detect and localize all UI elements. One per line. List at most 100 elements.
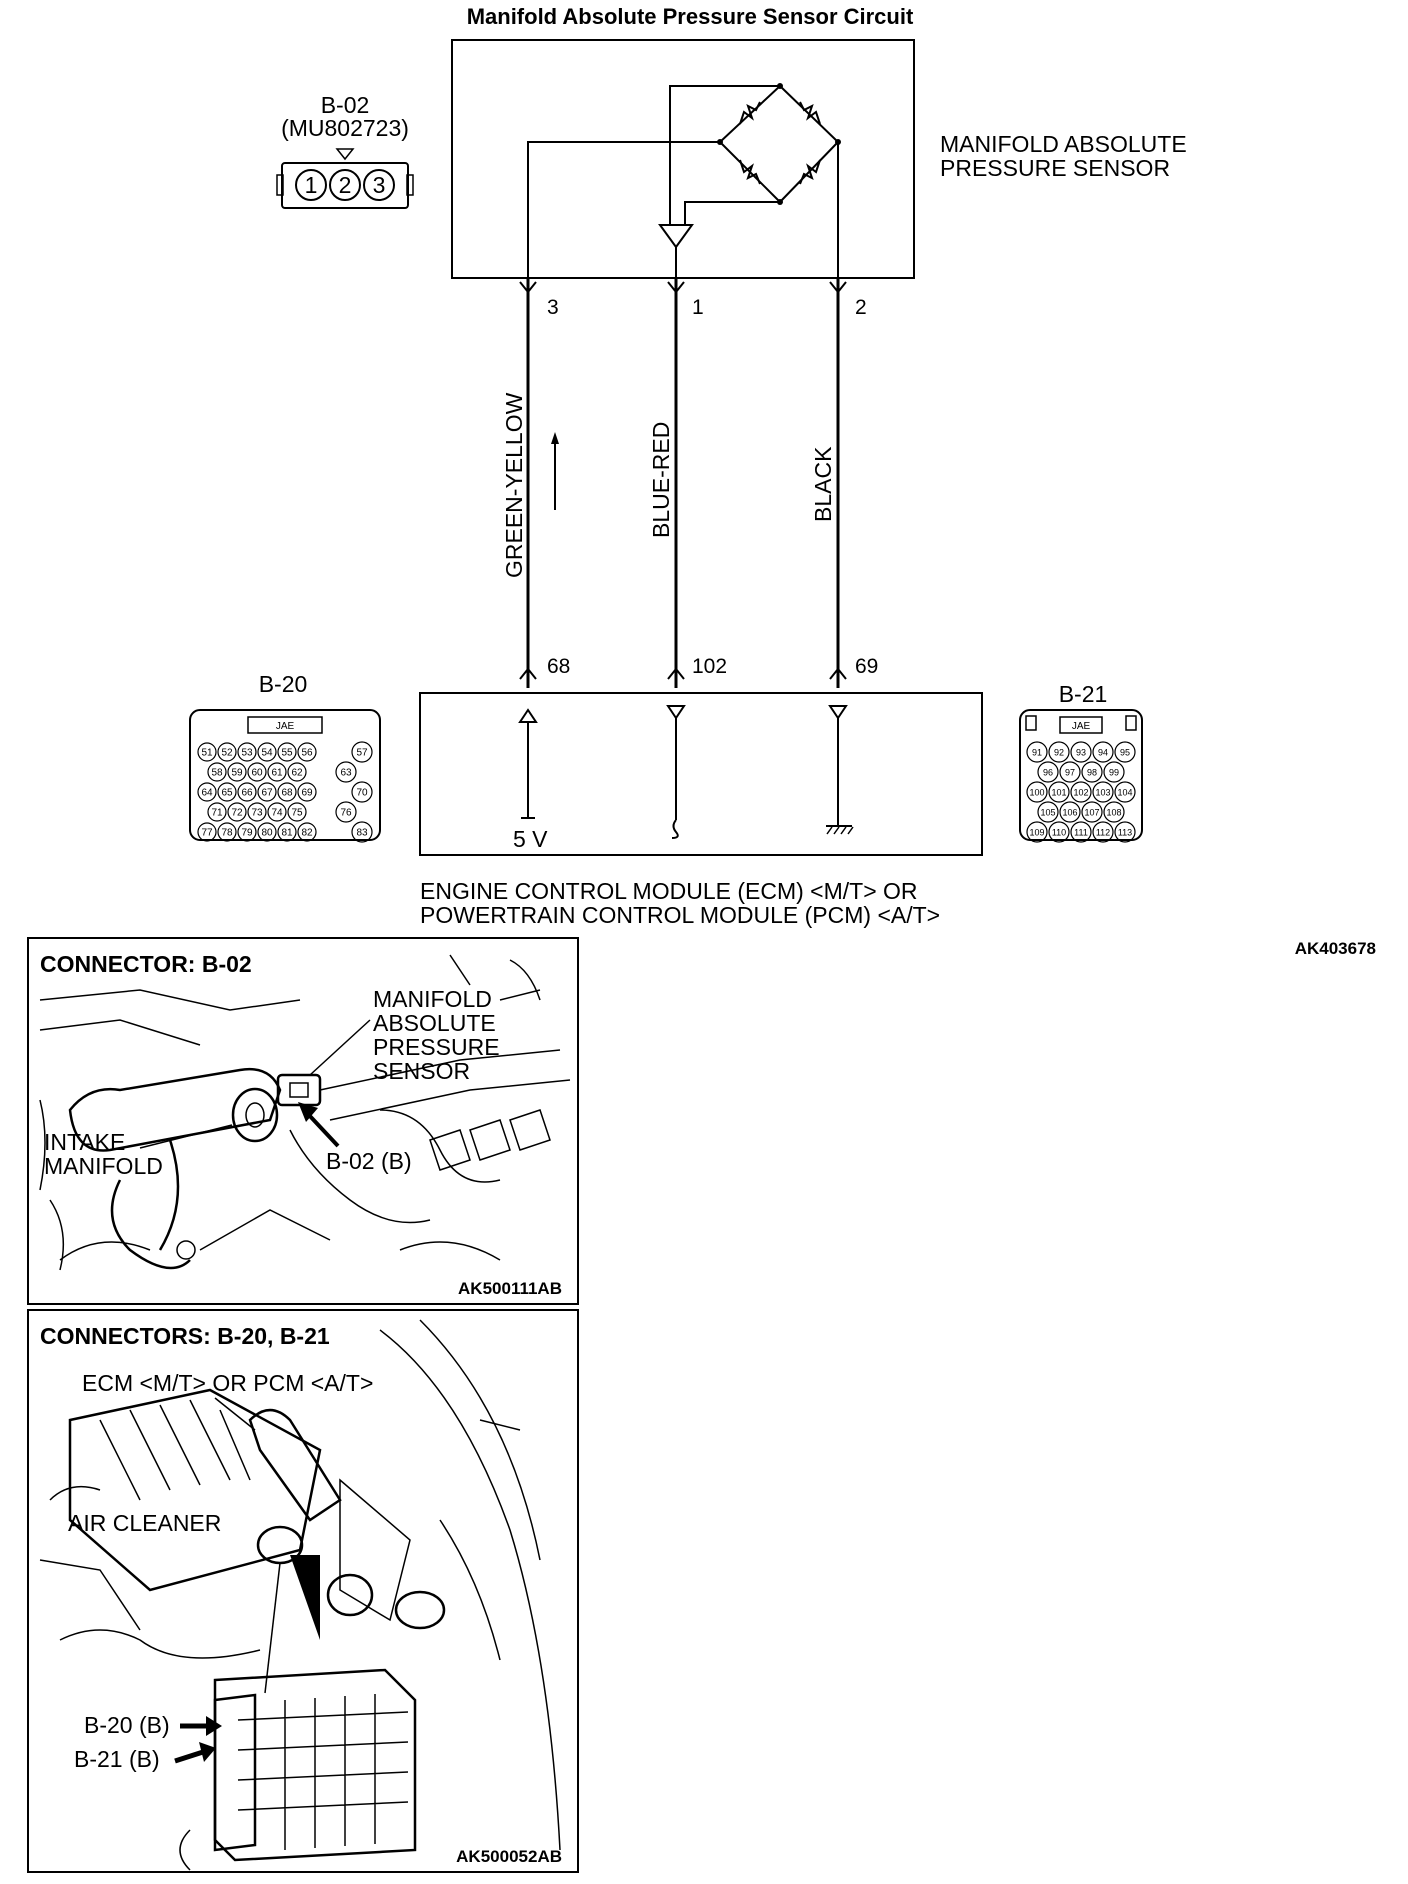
connector-b21-pin-93-circle	[1070, 741, 1092, 763]
connector-b20-pin-66-circle	[237, 782, 257, 802]
connector-b20-pin-68: 68	[281, 788, 293, 799]
connector-b20-pin-81-circle	[277, 822, 297, 842]
connector-b20-pin-73: 73	[251, 808, 263, 819]
map-sensor-box: MANIFOLD ABSOLUTE PRESSURE SENSOR	[451, 39, 1187, 279]
connector-b21-pin-98: 98	[1087, 768, 1097, 778]
connector-b20-pin-69-circle	[297, 782, 317, 802]
connector-b20-pin-81: 81	[281, 828, 293, 839]
connector-b20-pin-77: 77	[201, 828, 213, 839]
connector-b20-pin-52-circle	[217, 742, 237, 762]
connector-b21-pin-101-circle	[1048, 781, 1070, 803]
ecm-label-line1: ENGINE CONTROL MODULE (ECM) <M/T> OR	[420, 878, 918, 904]
connector-b20-pin-57-circle	[351, 741, 373, 763]
wire-green-yellow: 3 68 GREEN-YELLOW	[501, 278, 570, 688]
connector-b21-pin-105-circle	[1037, 801, 1059, 823]
connector-b20-pin-76: 76	[340, 808, 352, 819]
connector-b21-pin-112: 112	[1096, 828, 1110, 838]
connector-b20-pin-80: 80	[261, 828, 273, 839]
connector-b20-pin-53: 53	[241, 748, 253, 759]
b02-connector-callout: B-02 (B)	[326, 1148, 412, 1174]
connector-b21-pin-100: 100	[1029, 788, 1044, 798]
connector-b21-pin-105: 105	[1040, 808, 1055, 818]
connector-b20-pin-69: 69	[301, 788, 313, 799]
connector-b20-pin-74: 74	[271, 808, 283, 819]
connector-b21-pin-106: 106	[1062, 808, 1077, 818]
connector-b21-pin-92: 92	[1054, 748, 1064, 758]
connector-b21-pin-91: 91	[1032, 748, 1042, 758]
connector-b21-pin-113: 113	[1118, 828, 1132, 838]
connector-b20-pin-67-circle	[257, 782, 277, 802]
engine-sketch-b20-b21	[39, 1319, 561, 1871]
connector-b20-pin-58: 58	[211, 768, 223, 779]
connector-b21-pin-112-circle	[1092, 821, 1114, 843]
connector-b20-pin-71-circle	[207, 802, 227, 822]
connector-b21-pin-113-circle	[1114, 821, 1136, 843]
connector-b20-pin-82-circle	[297, 822, 317, 842]
connector-b20-pin-82: 82	[301, 828, 313, 839]
connector-b20-pin-71: 71	[211, 808, 223, 819]
connector-b20-pin-62-circle	[287, 762, 307, 782]
connector-b21-pin-101: 101	[1051, 788, 1066, 798]
panel-b02-code: AK500111AB	[458, 1279, 562, 1298]
connector-b21-pin-109-circle	[1026, 821, 1048, 843]
panel-b02-title: CONNECTOR: B-02	[40, 951, 252, 977]
connector-b20-pin-63-circle	[335, 761, 357, 783]
connector-b02-icon: B-02 (MU802723) 1 2 3	[276, 92, 414, 209]
wire-color-green-yellow: GREEN-YELLOW	[501, 392, 527, 578]
sensor-pin-2: 2	[855, 296, 867, 319]
sensor-callout-line1: MANIFOLD	[373, 986, 492, 1012]
connector-b21-pin-107-circle	[1081, 801, 1103, 823]
ecm-callout: ECM <M/T> OR PCM <A/T>	[82, 1370, 373, 1396]
wire-black: 2 69 BLACK	[810, 278, 878, 688]
panel-connectors-b20-b21: CONNECTORS: B-20, B-21 ECM <M/T> OR PCM …	[27, 1309, 579, 1873]
connector-b20-pin-51: 51	[201, 748, 213, 759]
connector-b20-maker: JAE	[276, 721, 295, 732]
connector-b21-pin-103: 103	[1095, 788, 1110, 798]
connector-b20-pin-65-circle	[217, 782, 237, 802]
sensor-pin-3: 3	[547, 296, 559, 319]
connector-b20-pin-70-circle	[351, 781, 373, 803]
intake-callout-line2: MANIFOLD	[44, 1153, 163, 1179]
connector-b21-pin-99-circle	[1103, 761, 1125, 783]
connector-b21-pin-108: 108	[1106, 808, 1121, 818]
connector-b02-pin-3: 3	[373, 172, 386, 198]
connector-b20-pin-59: 59	[231, 768, 243, 779]
ecm-supply-label: 5 V	[513, 826, 548, 852]
connector-b20-pin-70: 70	[356, 788, 368, 799]
ecm-box: 5 V ENGINE CONTROL MODULE (ECM) <M/T> OR…	[419, 692, 983, 928]
sensor-pin-1: 1	[692, 296, 704, 319]
connector-b21-pin-103-circle	[1092, 781, 1114, 803]
engine-sketch-b02	[39, 954, 571, 1271]
connector-b20-pin-54: 54	[261, 748, 273, 759]
connector-b20-pin-79-circle	[237, 822, 257, 842]
wire-color-black: BLACK	[810, 446, 836, 522]
connector-b20-pin-61-circle	[267, 762, 287, 782]
connector-b20-pin-83: 83	[356, 828, 368, 839]
connector-b21-pin-109: 109	[1029, 828, 1044, 838]
connector-b21-pin-102-circle	[1070, 781, 1092, 803]
sensor-label-line1: MANIFOLD ABSOLUTE	[940, 131, 1187, 157]
connector-b20-pin-64: 64	[201, 788, 213, 799]
connector-b20-pin-56: 56	[301, 748, 313, 759]
connector-b21-pin-97-circle	[1059, 761, 1081, 783]
connector-b21-pin-92-circle	[1048, 741, 1070, 763]
connector-b21-pin-91-circle	[1026, 741, 1048, 763]
connector-b21-pin-111-circle	[1070, 821, 1092, 843]
sensor-label-line2: PRESSURE SENSOR	[940, 155, 1170, 181]
connector-b20-pin-62: 62	[291, 768, 303, 779]
connector-b02-pin-2: 2	[339, 172, 352, 198]
connector-b20-pin-72: 72	[231, 808, 243, 819]
connector-b21-pin-94-circle	[1092, 741, 1114, 763]
connector-b21-pin-107: 107	[1084, 808, 1099, 818]
panel-b20-b21-title: CONNECTORS: B-20, B-21	[40, 1323, 330, 1349]
connector-b20-pin-78: 78	[221, 828, 233, 839]
connector-b20-pin-83-circle	[351, 821, 373, 843]
connector-b20-pin-65: 65	[221, 788, 233, 799]
connector-b21-pin-110: 110	[1052, 828, 1066, 838]
connector-b20-pin-59-circle	[227, 762, 247, 782]
connector-b20-pin-74-circle	[267, 802, 287, 822]
connector-b20-id: B-20	[259, 671, 308, 697]
b21-callout: B-21 (B)	[74, 1746, 160, 1772]
connector-b20-pin-55-circle	[277, 742, 297, 762]
